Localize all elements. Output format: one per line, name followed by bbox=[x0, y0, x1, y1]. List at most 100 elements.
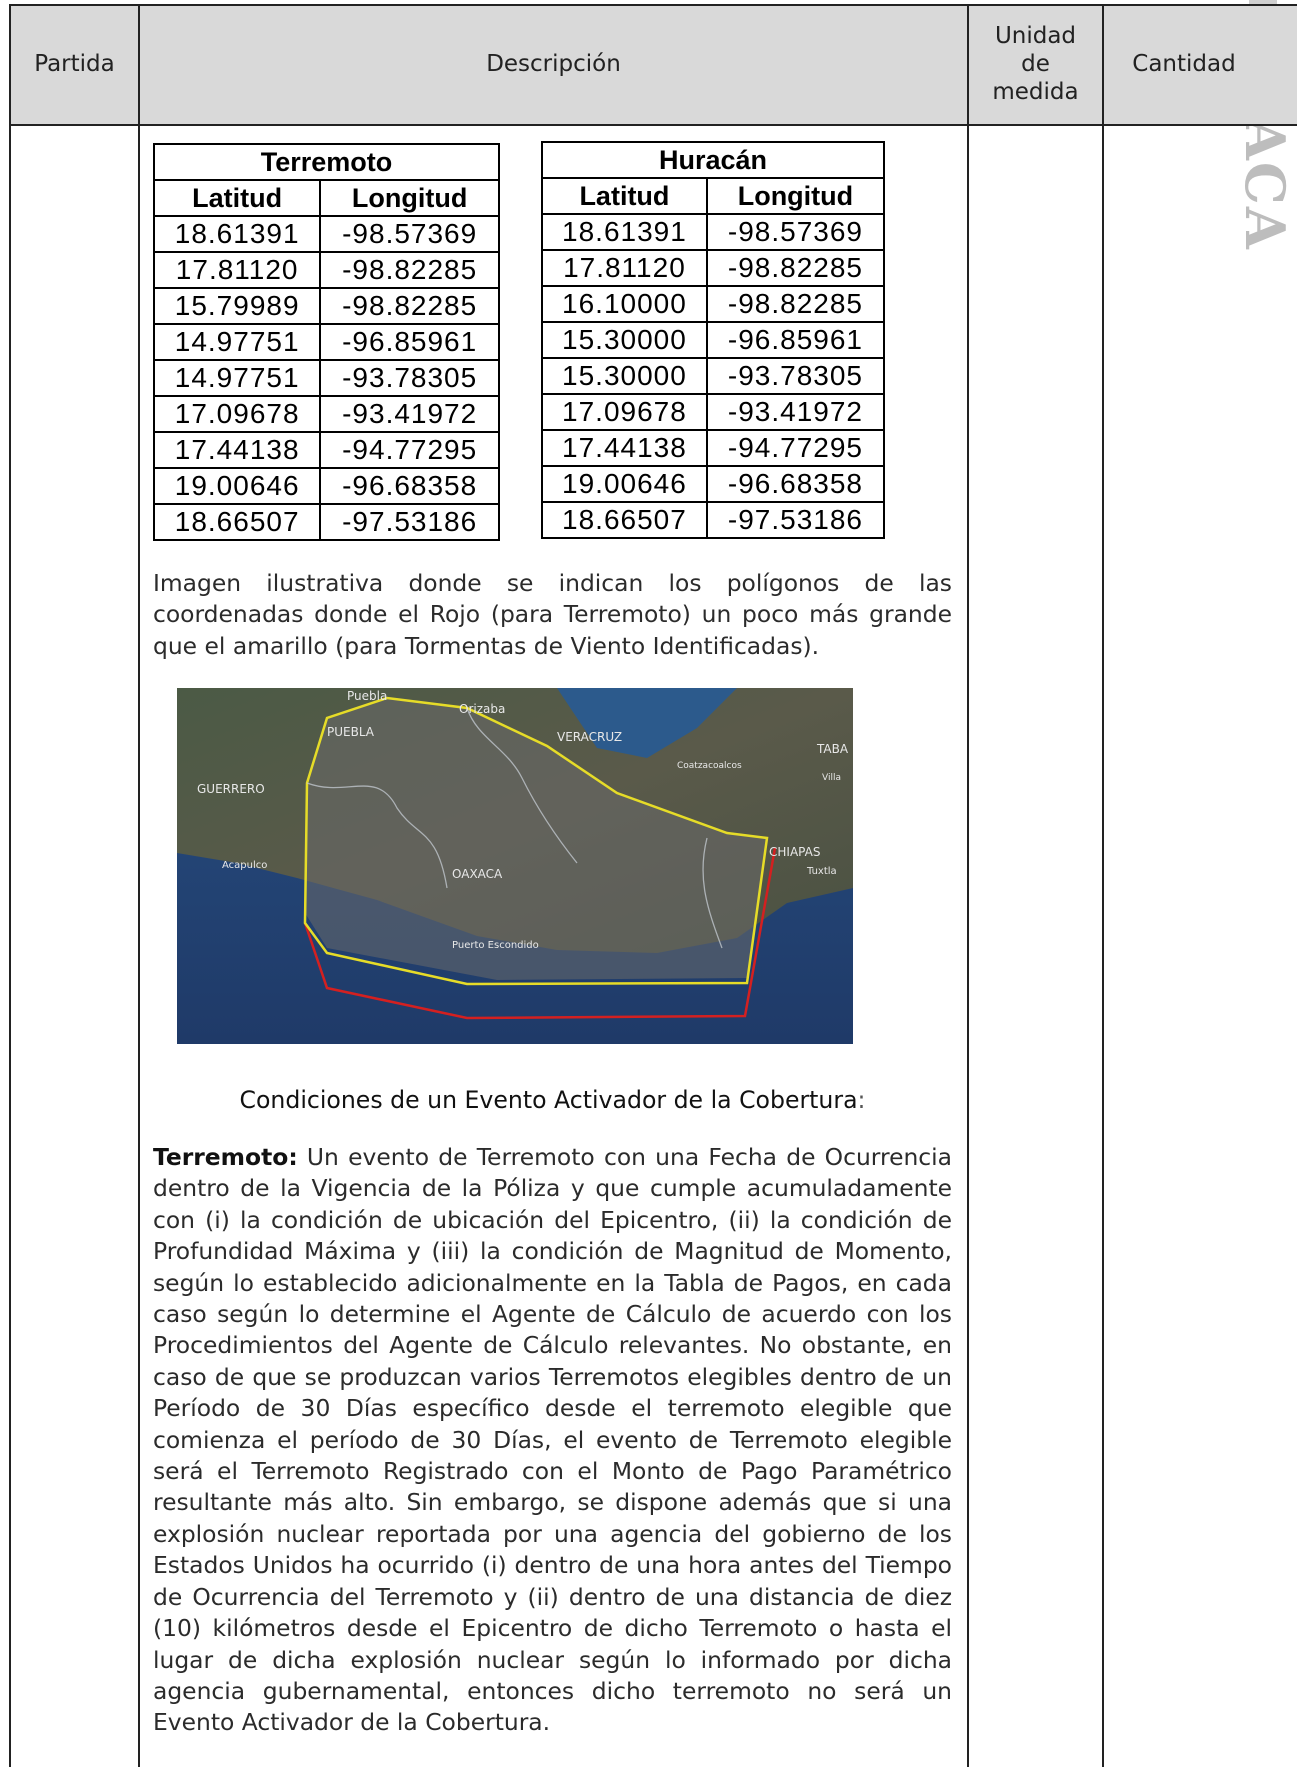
column-divider bbox=[1102, 4, 1104, 1767]
column-divider bbox=[138, 4, 140, 1767]
terremoto-label: Terremoto: bbox=[153, 1143, 298, 1171]
map-label-guerrero: GUERRERO bbox=[197, 782, 265, 796]
table-frame bbox=[9, 4, 1297, 1767]
conditions-title: Condiciones de un Evento Activador de la… bbox=[153, 1086, 952, 1114]
latitude-cell: 17.44138 bbox=[541, 429, 708, 467]
terremoto-col-latitud: Latitud bbox=[152, 179, 322, 217]
latitude-cell: 15.79989 bbox=[152, 287, 322, 325]
header-unidad-line: medida bbox=[992, 79, 1079, 105]
coordinate-row: 18.61391-98.57369 bbox=[152, 215, 500, 253]
latitude-cell: 17.81120 bbox=[541, 249, 708, 287]
state-border bbox=[702, 837, 723, 949]
huracan-table-title: Huracán bbox=[541, 141, 885, 179]
latitude-cell: 14.97751 bbox=[152, 359, 322, 397]
coordinate-row: 19.00646-96.68358 bbox=[152, 467, 500, 505]
coordinate-row: 17.44138-94.77295 bbox=[541, 429, 886, 467]
terremoto-coordinates-table: Terremoto Latitud Longitud 18.61391-98.5… bbox=[152, 143, 500, 541]
coordinate-row: 14.97751-96.85961 bbox=[152, 323, 500, 361]
terremoto-text: Un evento de Terremoto con una Fecha de … bbox=[153, 1143, 952, 1737]
state-border bbox=[306, 782, 448, 889]
latitude-cell: 14.97751 bbox=[152, 323, 322, 361]
column-divider bbox=[967, 4, 969, 1767]
longitude-cell: -93.41972 bbox=[705, 393, 886, 431]
coordinate-row: 18.61391-98.57369 bbox=[541, 213, 886, 251]
map-label-tuxtla: Tuxtla bbox=[806, 866, 837, 877]
coordinate-row: 17.81120-98.82285 bbox=[541, 249, 886, 287]
header-unidad-de-medida: Unidad de medida bbox=[969, 4, 1102, 124]
header-descripcion: Descripción bbox=[486, 51, 621, 77]
coordinate-row: 18.66507-97.53186 bbox=[541, 501, 886, 539]
latitude-cell: 17.09678 bbox=[152, 395, 322, 433]
longitude-cell: -96.68358 bbox=[705, 465, 886, 503]
map-label-orizaba: Orizaba bbox=[459, 702, 505, 716]
longitude-cell: -96.68358 bbox=[319, 467, 500, 505]
latitude-cell: 17.09678 bbox=[541, 393, 708, 431]
map-label-chiapas: CHIAPAS bbox=[769, 845, 820, 859]
latitude-cell: 17.44138 bbox=[152, 431, 322, 469]
longitude-cell: -97.53186 bbox=[705, 501, 886, 539]
coordinate-row: 19.00646-96.68358 bbox=[541, 465, 886, 503]
longitude-cell: -94.77295 bbox=[319, 431, 500, 469]
coordinate-row: 17.44138-94.77295 bbox=[152, 431, 500, 469]
latitude-cell: 16.10000 bbox=[541, 285, 708, 323]
gulf-water bbox=[557, 688, 737, 758]
huracan-coordinates-table: Huracán Latitud Longitud 18.61391-98.573… bbox=[541, 141, 886, 539]
map-label-oaxaca: OAXACA bbox=[452, 867, 503, 881]
map-label-coatzacoalcos: Coatzacoalcos bbox=[677, 761, 742, 771]
coordinate-row: 18.66507-97.53186 bbox=[152, 503, 500, 541]
header-cantidad: Cantidad bbox=[1132, 51, 1236, 77]
longitude-cell: -98.82285 bbox=[705, 249, 886, 287]
longitude-cell: -94.77295 bbox=[705, 429, 886, 467]
terremoto-polygon bbox=[303, 847, 777, 1020]
map-label-puerto-escondido: Puerto Escondido bbox=[452, 940, 539, 951]
longitude-cell: -93.78305 bbox=[705, 357, 886, 395]
conditions-title-text: Condiciones de un Evento Activador de la… bbox=[239, 1086, 858, 1114]
latitude-cell: 19.00646 bbox=[541, 465, 708, 503]
longitude-cell: -98.82285 bbox=[705, 285, 886, 323]
map-caption: Imagen ilustrativa donde se indican los … bbox=[153, 569, 952, 660]
latitude-cell: 18.66507 bbox=[541, 501, 708, 539]
coordinate-row: 17.09678-93.41972 bbox=[541, 393, 886, 431]
longitude-cell: -96.85961 bbox=[319, 323, 500, 361]
huracan-col-longitud: Longitud bbox=[705, 177, 886, 215]
header-unidad-line: Unidad bbox=[994, 23, 1077, 49]
longitude-cell: -97.53186 bbox=[319, 503, 500, 541]
coordinate-row: 15.30000-96.85961 bbox=[541, 321, 886, 359]
state-border bbox=[466, 707, 578, 864]
header-partida: Partida bbox=[34, 51, 115, 77]
latitude-cell: 18.66507 bbox=[152, 503, 322, 541]
coordinate-row: 14.97751-93.78305 bbox=[152, 359, 500, 397]
table-header-row bbox=[9, 4, 1297, 126]
polygon-shade bbox=[305, 698, 767, 980]
longitude-cell: -93.78305 bbox=[319, 359, 500, 397]
watermark: ACA bbox=[1237, 118, 1297, 251]
coordinate-row: 15.30000-93.78305 bbox=[541, 357, 886, 395]
map-label-villa: Villa bbox=[822, 773, 841, 783]
map-label-acapulco: Acapulco bbox=[222, 860, 267, 871]
conditions-title-colon: : bbox=[857, 1086, 866, 1114]
polygon-map-image: Puebla Orizaba PUEBLA VERACRUZ TABA Coat… bbox=[177, 688, 853, 1044]
coordinate-row: 17.81120-98.82285 bbox=[152, 251, 500, 289]
latitude-cell: 17.81120 bbox=[152, 251, 322, 289]
coordinate-row: 16.10000-98.82285 bbox=[541, 285, 886, 323]
longitude-cell: -98.82285 bbox=[319, 251, 500, 289]
longitude-cell: -93.41972 bbox=[319, 395, 500, 433]
map-label-tabasco: TABA bbox=[816, 742, 849, 756]
longitude-cell: -98.82285 bbox=[319, 287, 500, 325]
terremoto-col-longitud: Longitud bbox=[319, 179, 500, 217]
latitude-cell: 18.61391 bbox=[152, 215, 322, 253]
terremoto-table-title: Terremoto bbox=[153, 143, 500, 181]
latitude-cell: 15.30000 bbox=[541, 321, 708, 359]
map-label-puebla-city: Puebla bbox=[347, 689, 387, 703]
coordinate-row: 15.79989-98.82285 bbox=[152, 287, 500, 325]
satellite-map: Puebla Orizaba PUEBLA VERACRUZ TABA Coat… bbox=[177, 688, 853, 1044]
latitude-cell: 15.30000 bbox=[541, 357, 708, 395]
map-label-puebla: PUEBLA bbox=[327, 725, 375, 739]
latitude-cell: 18.61391 bbox=[541, 213, 708, 251]
huracan-col-latitud: Latitud bbox=[541, 177, 708, 215]
terremoto-paragraph: Terremoto: Un evento de Terremoto con un… bbox=[153, 1142, 952, 1739]
huracan-polygon bbox=[303, 696, 769, 986]
latitude-cell: 19.00646 bbox=[152, 467, 322, 505]
longitude-cell: -98.57369 bbox=[319, 215, 500, 253]
